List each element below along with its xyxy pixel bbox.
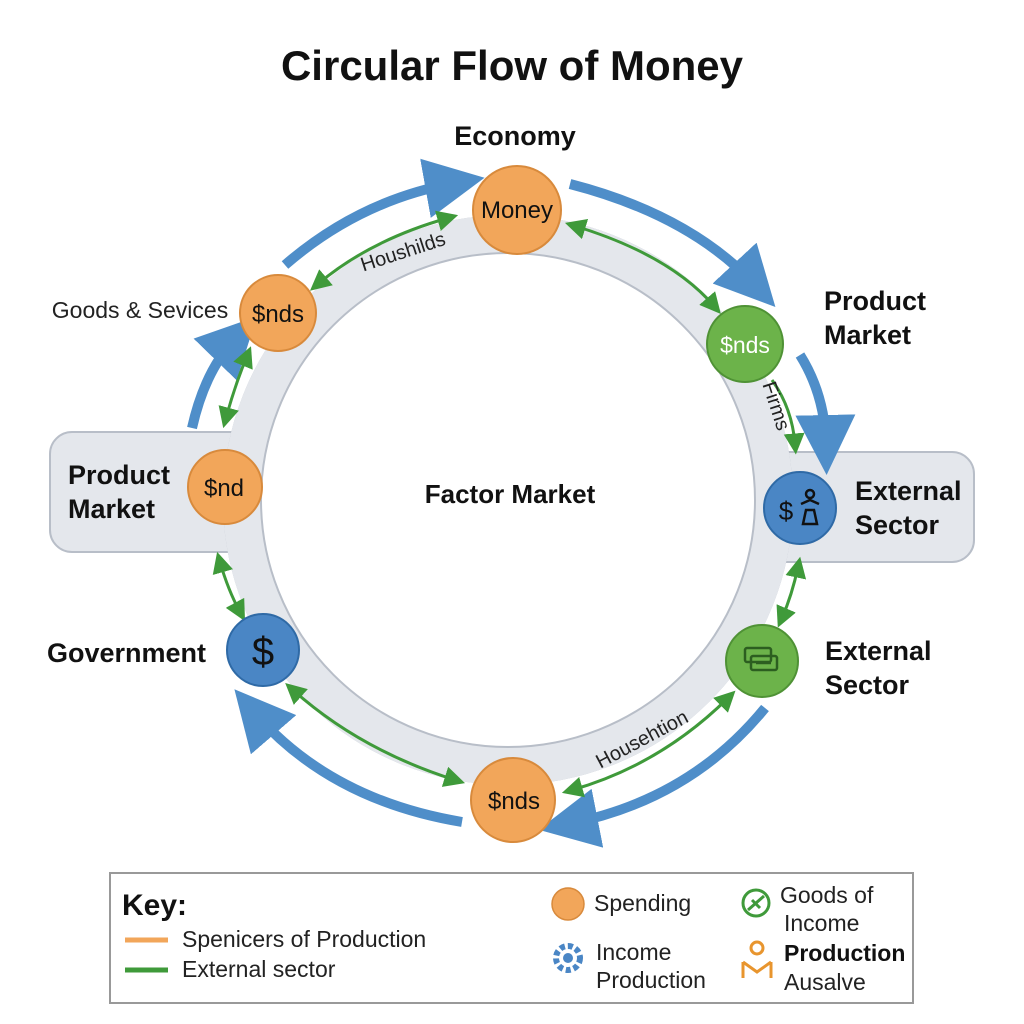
green-arrow-left-lower — [212, 551, 246, 622]
recycle-leaf-icon — [741, 888, 771, 918]
external-sector-box-line2: Sector — [855, 510, 940, 540]
node-left-orange-label: $nd — [204, 475, 244, 502]
product-market-left-line2: Market — [68, 494, 155, 524]
blue-arrow-right — [795, 352, 856, 475]
key-spending-label: Spending — [594, 890, 691, 916]
key-income-line2: Production — [596, 967, 706, 993]
government-node: $ — [226, 613, 300, 687]
node-right-green: $nds — [706, 305, 784, 383]
node-top-left-label: $nds — [252, 301, 304, 328]
green-arrow-top-left — [309, 210, 459, 291]
blue-arrow-left — [187, 316, 257, 430]
money-node-label: Money — [481, 197, 553, 224]
key-box — [109, 872, 914, 1004]
key-legend: Key: Spenicers of Production External se… — [109, 872, 914, 1004]
node-right-green-label: $nds — [720, 332, 770, 358]
key-goods-of-line2: Income — [784, 910, 859, 936]
key-line2-label: External sector — [182, 956, 336, 982]
key-line1-label: Spenicers of Production — [182, 926, 426, 952]
key-production-line1: Production — [784, 940, 905, 966]
product-market-right-line1: Product — [824, 286, 926, 316]
green-arrow-left-upper — [218, 346, 253, 429]
external-symbol: $ — [779, 496, 794, 526]
green-arrow-top-right — [564, 219, 721, 314]
green-arrow-right-lower — [776, 556, 807, 628]
product-market-left-line1: Product — [68, 460, 170, 490]
government-symbol: $ — [252, 630, 274, 674]
center-label: Factor Market — [425, 479, 596, 509]
spending-icon — [551, 887, 585, 921]
external-sector-box-line1: External — [855, 476, 962, 506]
product-market-right-line2: Market — [824, 320, 911, 350]
person-stand-icon — [800, 488, 820, 526]
goods-services-label: Goods & Sevices — [52, 297, 228, 323]
money-node: Money — [472, 165, 562, 255]
node-left-orange: $nd — [187, 449, 263, 525]
economy-label: Economy — [454, 121, 576, 151]
green-arrow-bottom-left — [285, 682, 466, 787]
key-production-line2: Ausalve — [784, 969, 866, 995]
external-sector-lower-line1: External — [825, 636, 932, 666]
government-label: Government — [47, 638, 206, 668]
external-sector-lower-line2: Sector — [825, 670, 910, 700]
key-goods-of-line1: Goods of — [780, 882, 874, 908]
external-sector-lower-node — [725, 624, 799, 698]
key-income-line1: Income — [596, 939, 671, 965]
green-arrow-firms — [770, 379, 805, 455]
external-sector-node: $ — [763, 471, 837, 545]
gear-icon — [553, 943, 583, 973]
money-bills-icon — [743, 646, 779, 672]
page-title: Circular Flow of Money — [281, 42, 744, 89]
node-bottom-label: $nds — [488, 788, 540, 815]
node-bottom: $nds — [470, 757, 556, 843]
key-title: Key: — [122, 889, 187, 922]
person-icon — [741, 940, 773, 978]
green-arrow-bottom-right — [561, 690, 736, 798]
node-top-left: $nds — [239, 274, 317, 352]
